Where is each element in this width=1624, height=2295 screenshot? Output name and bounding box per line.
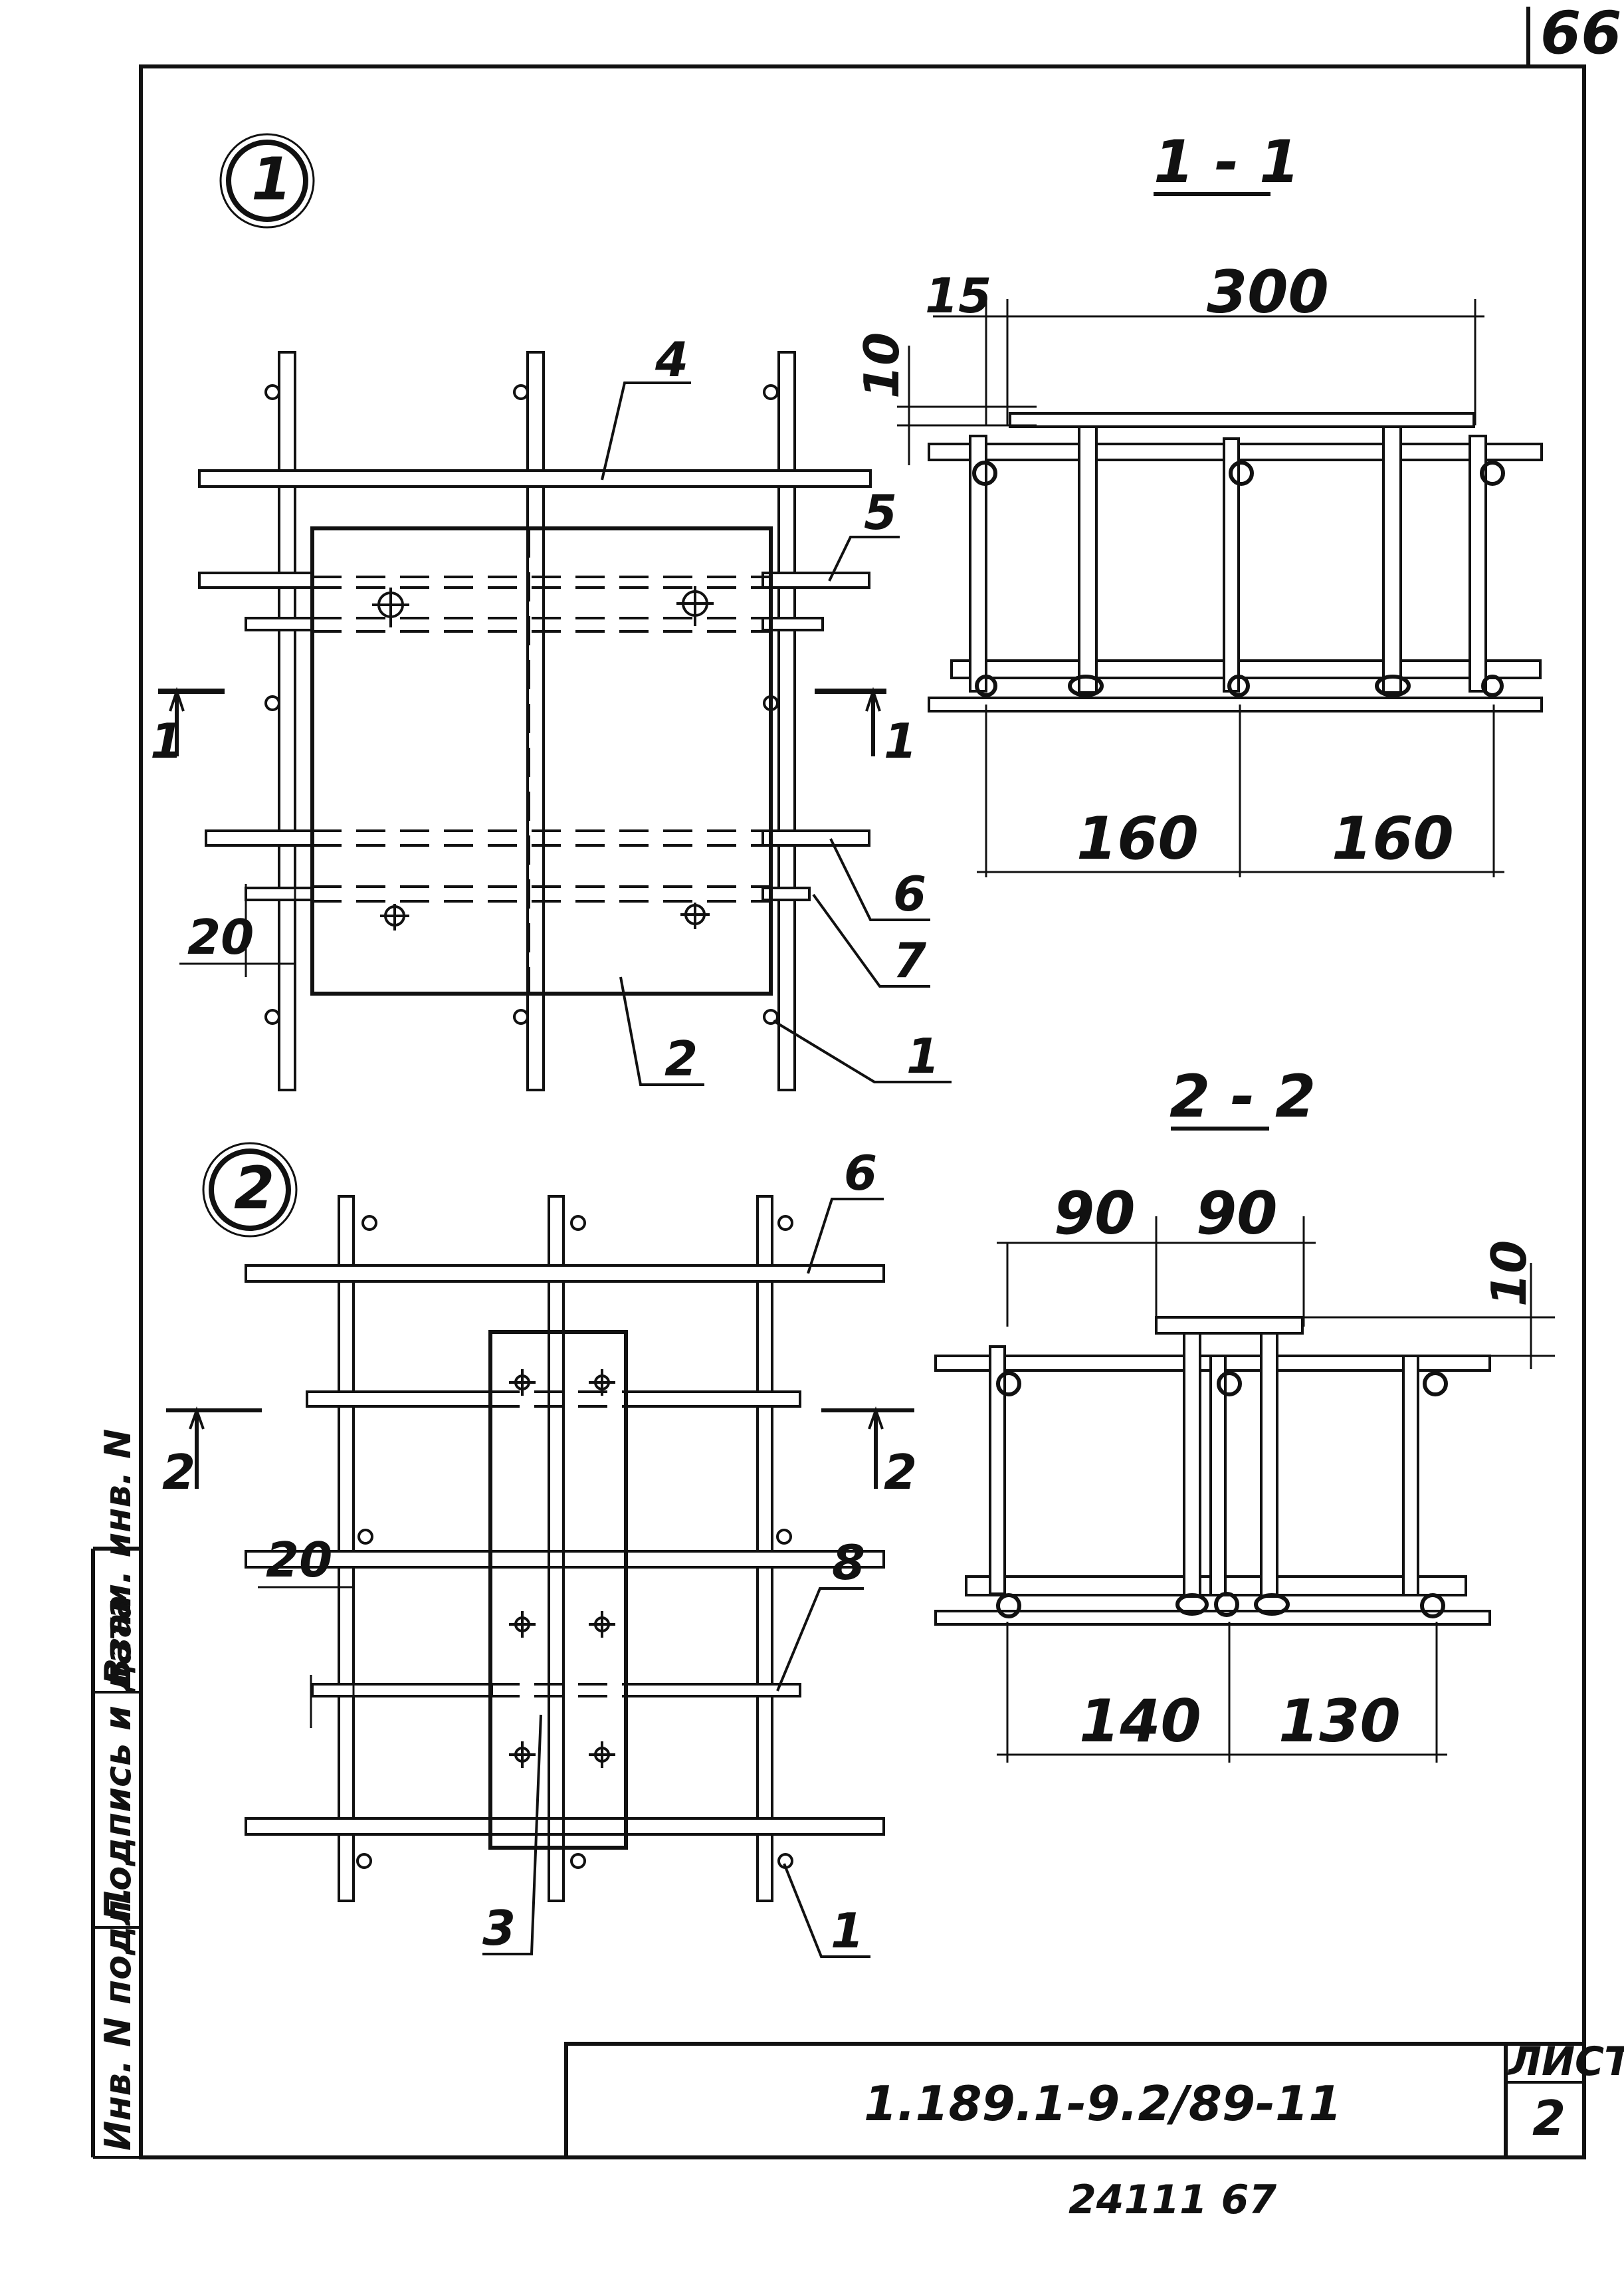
node-1-plan: 1 1 1 [150,133,952,1091]
node-2-section-mark-left: 2 [162,1444,195,1500]
corner-page-number: 66 [1540,0,1621,67]
section-1-1-dim-160-left: 160 [1076,804,1199,873]
section-1-1-title: 1 - 1 [1154,128,1300,196]
section-1-1: 1 - 1 15 300 10 160 160 [854,128,1543,877]
bottom-code: 24111 67 [1068,2177,1276,2223]
node-1-dim-20: 20 [187,909,254,965]
stamp-inv-podl: Инв. N подл. [97,1886,139,2151]
callout-6-node2: 6 [844,1145,877,1201]
drawing-designation: 1.189.1-9.2/89-11 [864,2076,1342,2131]
callout-1-node2: 1 [831,1903,864,1959]
section-1-1-dim-300: 300 [1207,258,1329,326]
section-2-2-dim-130: 130 [1278,1687,1401,1755]
node-2-label: 2 [234,1154,274,1222]
sheet-number: 2 [1532,2090,1566,2146]
section-1-1-dim-160-right: 160 [1332,804,1454,873]
sheet-frame: 66 Инв. N подл. Подпись и дата Взам. инв… [91,0,1624,2223]
callout-8: 8 [832,1535,865,1590]
section-2-2-dim-90-left: 90 [1054,1179,1135,1248]
node-1-label: 1 [251,145,292,213]
section-1-1-dim-10: 10 [854,332,910,399]
section-2-2: 2 - 2 90 90 10 140 130 [934,1062,1555,1763]
callout-1-node1: 1 [906,1028,940,1084]
callout-3: 3 [482,1900,516,1956]
node-2-dim-20: 20 [266,1532,332,1588]
callout-6: 6 [893,866,926,922]
section-2-2-title: 2 - 2 [1169,1062,1316,1131]
node-2-section-mark-right: 2 [884,1444,917,1500]
stamp-signature-date: Подпись и дата [97,1595,139,1921]
callout-2: 2 [664,1031,698,1087]
node-2-plan: 2 2 [162,1142,917,1959]
section-2-2-dim-10: 10 [1481,1240,1537,1307]
callout-7: 7 [893,932,926,988]
section-2-2-dim-140: 140 [1079,1687,1201,1755]
callout-4: 4 [655,332,688,387]
sheet-label: ЛИСТ [1507,2038,1624,2085]
node-1-section-mark-right: 1 [884,713,917,769]
section-2-2-dim-90-right: 90 [1196,1179,1277,1248]
section-1-1-dim-15: 15 [925,268,991,324]
node-1-section-mark-left: 1 [150,713,183,769]
callout-5: 5 [864,485,897,540]
stamp-vzam-inv: Взам. инв. N [97,1429,139,1686]
